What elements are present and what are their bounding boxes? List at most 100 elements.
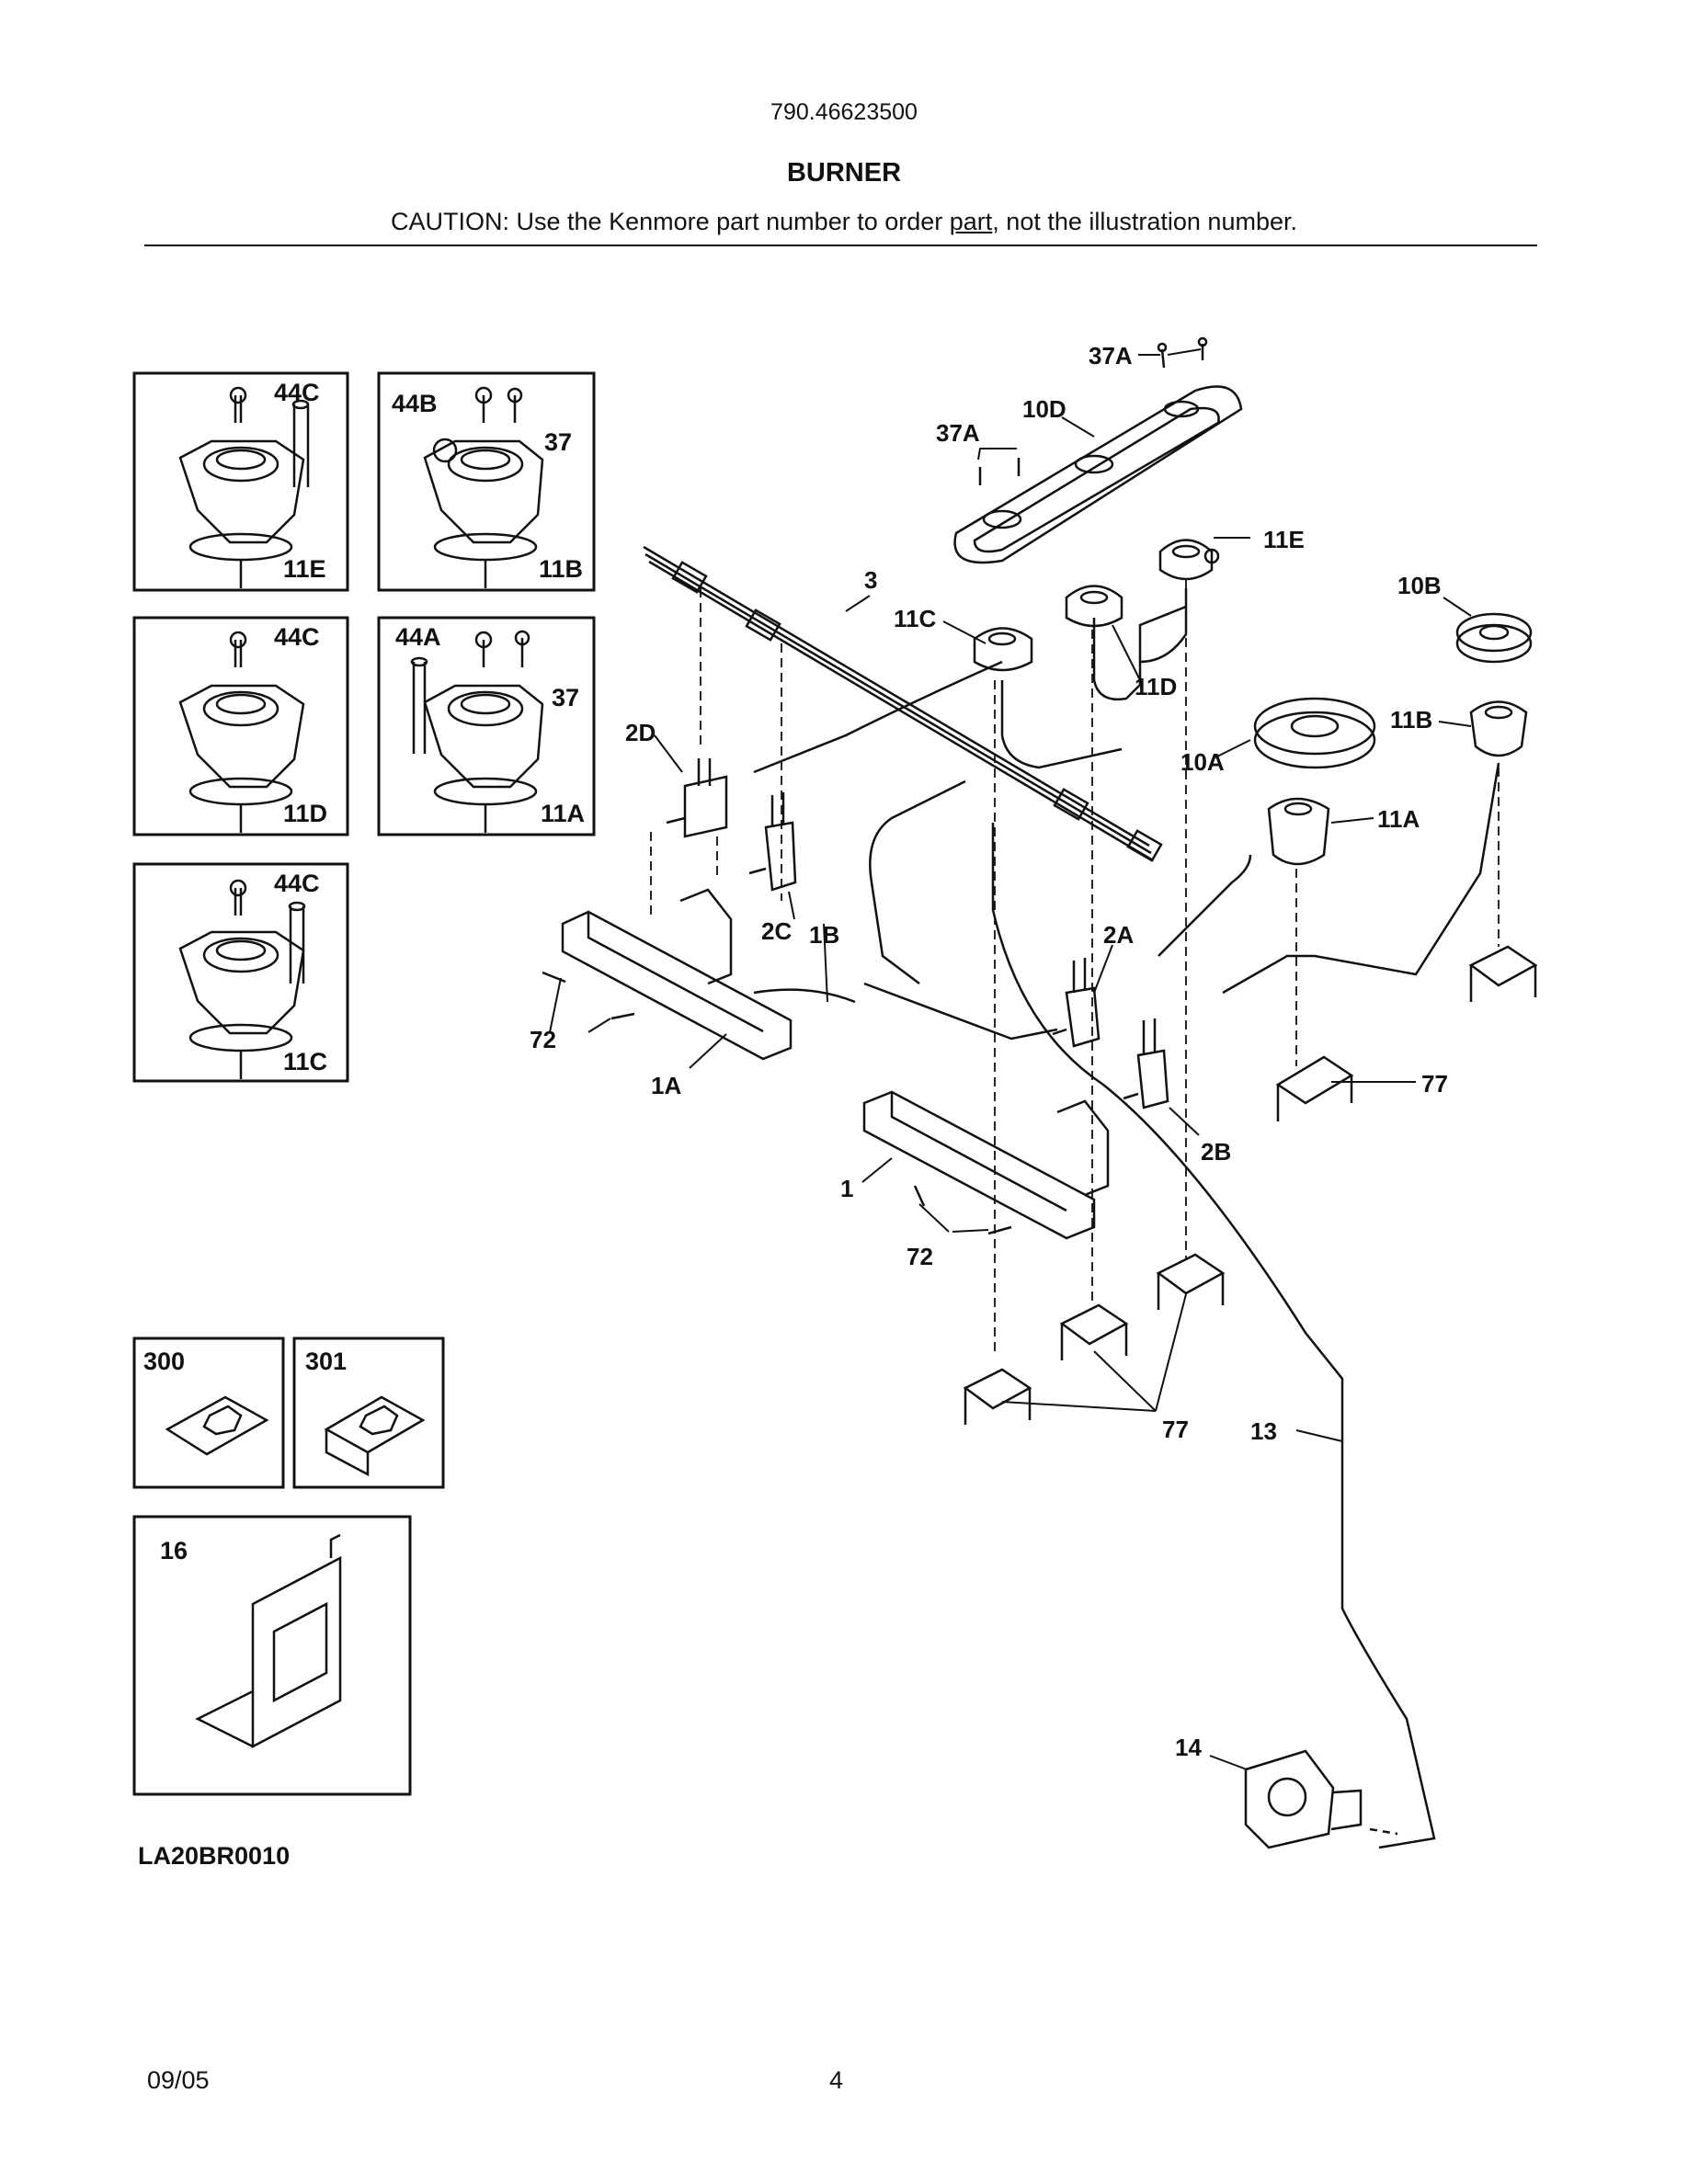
leader-37a-top — [1138, 348, 1202, 356]
inset-box-11b — [377, 371, 596, 592]
bracket-77-bottom-1 — [963, 1368, 1032, 1425]
callout-37a-left: 37A — [936, 419, 980, 447]
label-11d-box-part: 11D — [283, 800, 327, 827]
inset-box-301 — [292, 1337, 445, 1489]
callout-leaders — [549, 595, 1472, 1770]
callout-1a: 1A — [651, 1072, 681, 1099]
page-title: BURNER — [786, 158, 902, 188]
screw-37a-top-head — [1157, 342, 1168, 353]
caution-prefix: CAUTION: Use the Kenmore part number to … — [391, 208, 950, 235]
label-11e-box-part: 11E — [283, 555, 326, 583]
valve-2b — [1123, 1018, 1169, 1109]
page-number: 4 — [829, 2066, 844, 2094]
label-11c-box-part: 11C — [283, 1048, 327, 1075]
inset-box-11d — [132, 616, 349, 836]
inset-box-11c — [132, 862, 349, 1083]
screw-72-d — [987, 1225, 1012, 1235]
bracket-77-far-right — [1468, 945, 1538, 1002]
callout-2a: 2A — [1103, 921, 1134, 949]
callout-11b: 11B — [1390, 706, 1432, 734]
callout-11c: 11C — [894, 605, 936, 632]
leader-10d — [1061, 416, 1095, 438]
label-11e-box-fastener: 44C — [274, 379, 320, 406]
bracket-77-right — [1275, 1055, 1354, 1121]
bracket-77-bottom-3 — [1156, 1253, 1226, 1310]
caution-underlined-word: part — [949, 208, 993, 235]
callout-77-bottom: 77 — [1162, 1416, 1189, 1443]
inset-box-11a — [377, 616, 596, 836]
label-11a-box-part: 11A — [541, 800, 585, 827]
alignment-lines — [650, 579, 1500, 1351]
label-11d-box-fastener: 44C — [274, 623, 320, 651]
callout-10b: 10B — [1397, 572, 1442, 599]
burner-ring-10b — [1455, 612, 1533, 664]
callout-37a-top: 37A — [1089, 342, 1133, 370]
callout-2d: 2D — [625, 719, 656, 746]
gas-tubes — [753, 588, 1500, 1849]
callout-11e: 11E — [1263, 526, 1305, 553]
burner-valve-sketch-11d — [178, 631, 305, 833]
label-11c-box-fastener: 44C — [274, 870, 320, 897]
bracket-77-bottom-2 — [1059, 1303, 1129, 1360]
label-11a-box-fastener: 44A — [395, 623, 441, 651]
callout-2c: 2C — [761, 917, 792, 945]
callout-10d: 10D — [1022, 395, 1066, 423]
screw-72-a — [542, 971, 566, 984]
inset-box-16 — [132, 1515, 412, 1796]
burner-head-11b — [1469, 700, 1528, 757]
header-divider — [144, 245, 1537, 246]
valve-2a — [1052, 958, 1101, 1048]
burner-head-11e — [1158, 539, 1220, 581]
screw-72-b — [610, 1012, 635, 1020]
burner-cap-10d — [953, 385, 1243, 564]
gasket-sketch-300 — [165, 1395, 269, 1456]
leader-37a-left — [977, 448, 1017, 461]
model-number: 790.46623500 — [770, 99, 918, 125]
label-11b-box-fastener: 44B — [392, 390, 438, 417]
wiring-harness-3 — [643, 545, 1163, 862]
burner-valve-sketch-11b — [423, 386, 544, 588]
callout-13: 13 — [1250, 1417, 1277, 1445]
valve-2d — [666, 758, 728, 838]
label-11b-box-screw: 37 — [544, 428, 572, 456]
screw-37a-left — [978, 458, 1021, 485]
safety-valve-14 — [1244, 1749, 1398, 1849]
label-11b-box-part: 11B — [539, 555, 583, 583]
burner-head-11d — [1065, 585, 1123, 628]
caution-note: CAUTION: Use the Kenmore part number to … — [0, 208, 1688, 236]
callout-11d: 11D — [1135, 673, 1177, 700]
callout-77-right: 77 — [1421, 1070, 1448, 1098]
callout-10a: 10A — [1180, 748, 1225, 776]
label-16-box: 16 — [160, 1537, 188, 1564]
burner-head-11c — [973, 627, 1033, 672]
callout-14: 14 — [1175, 1734, 1202, 1761]
manifold-1 — [862, 1090, 1110, 1240]
inset-box-11e — [132, 371, 349, 592]
burner-head-11a — [1267, 797, 1330, 866]
burner-valve-sketch-11e — [178, 386, 310, 588]
burner-valve-sketch-11a — [410, 630, 544, 833]
callout-1: 1 — [840, 1175, 853, 1202]
callout-1b: 1B — [809, 921, 839, 949]
screw-37a-top — [1160, 344, 1204, 369]
caution-suffix: , not the illustration number. — [992, 208, 1297, 235]
screw-37a-top-head-2 — [1197, 336, 1208, 347]
inset-box-300 — [132, 1337, 285, 1489]
bracket-sketch-16 — [195, 1533, 342, 1749]
callout-3: 3 — [864, 566, 877, 594]
label-301-box: 301 — [305, 1348, 347, 1375]
burner-valve-sketch-11c — [178, 879, 306, 1079]
callout-72-left: 72 — [530, 1026, 556, 1053]
drawing-code: LA20BR0010 — [138, 1842, 291, 1870]
callout-72-bottom: 72 — [907, 1243, 933, 1270]
footer-date: 09/05 — [147, 2066, 210, 2094]
valve-2c — [748, 792, 797, 892]
label-300-box: 300 — [143, 1348, 185, 1375]
bracket-sketch-301 — [324, 1395, 426, 1477]
label-11a-box-screw: 37 — [552, 684, 579, 711]
callout-11a: 11A — [1377, 805, 1420, 833]
screw-72-c — [913, 1185, 926, 1207]
burner-ring-10a — [1253, 697, 1376, 769]
manifold-1a — [561, 888, 793, 1061]
